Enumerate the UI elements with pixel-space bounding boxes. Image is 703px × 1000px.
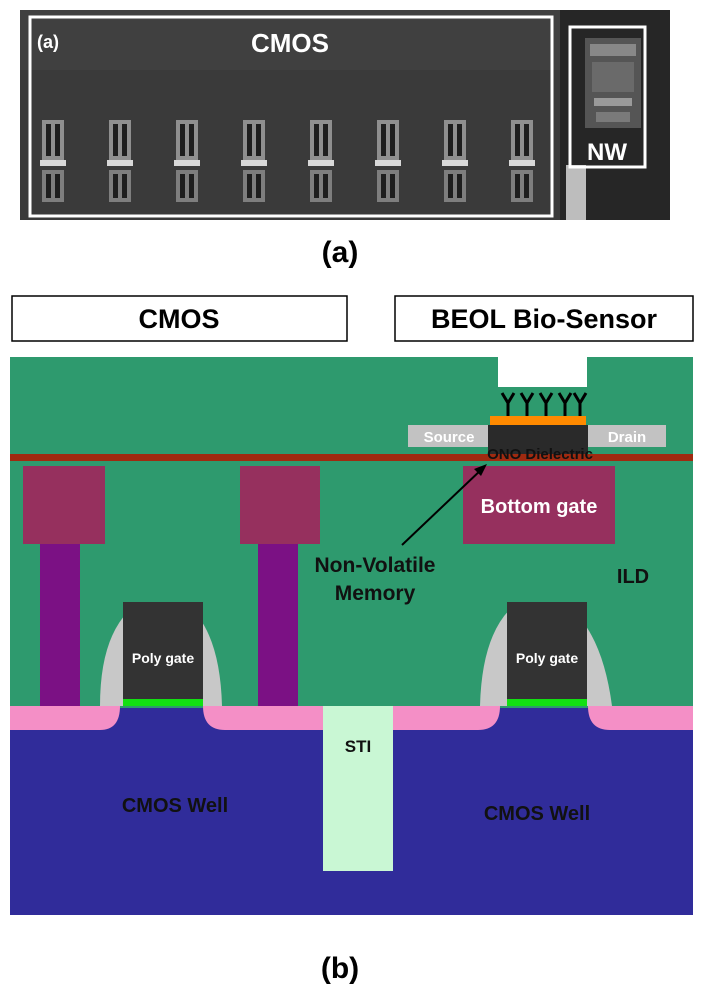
caption-a: (a): [322, 236, 359, 269]
source-label: Source: [424, 429, 475, 446]
nw-device: [585, 38, 641, 128]
diffusion-right-2: [588, 706, 693, 730]
nw-sem-label: NW: [587, 139, 627, 166]
sti-region: [323, 706, 393, 871]
sem-device: [107, 120, 133, 202]
gate-oxide-left: [123, 699, 203, 706]
diffusion-left-2: [203, 706, 323, 730]
poly-gate-right: [507, 602, 587, 699]
sem-device: [40, 120, 66, 202]
header-cmos-box: [11, 295, 348, 342]
drain-electrode: [588, 425, 666, 447]
nvm-arrow-head: [474, 464, 487, 476]
caption-b: (b): [321, 952, 359, 985]
antibody-receptor: [572, 392, 588, 416]
bottom-gate-label: Bottom gate: [481, 496, 598, 518]
via-left-2: [258, 542, 298, 706]
ono-dielectric-label: ONO Dielectric: [487, 446, 593, 463]
panel-a: (a) CMOS NW (a): [20, 10, 670, 269]
cmos-sem-label: CMOS: [251, 28, 329, 58]
antibody-receptor: [500, 392, 516, 416]
gate-oxide-right: [507, 699, 587, 706]
contact-pad-left-2: [240, 466, 320, 544]
sem-device: [241, 120, 267, 202]
cmos-well-right-label: CMOS Well: [484, 803, 590, 825]
drain-label: Drain: [608, 429, 646, 446]
sem-device: [509, 120, 535, 202]
panel-b: CMOS BEOL Bio-Sensor STI Poly gate Poly …: [10, 295, 694, 985]
antibody-receptor: [519, 392, 535, 416]
nw-frame: [568, 25, 647, 169]
sem-device-array: [40, 120, 535, 202]
header-biosensor-box: [394, 295, 694, 342]
sem-device: [442, 120, 468, 202]
source-electrode: [408, 425, 490, 447]
via-left-1: [40, 542, 80, 706]
header-biosensor-label: BEOL Bio-Sensor: [431, 304, 658, 334]
diffusion-right-1: [393, 706, 500, 730]
sem-light-strip: [566, 165, 586, 220]
cmos-well-left-label: CMOS Well: [122, 795, 228, 817]
nvm-arrow-line: [401, 467, 484, 546]
header-cmos-label: CMOS: [139, 304, 220, 334]
antibody-receptor: [538, 392, 554, 416]
transistor-left: Poly gate: [100, 602, 222, 706]
cmos-frame: [28, 15, 554, 218]
panel-a-tag: (a): [37, 32, 59, 52]
sem-device: [375, 120, 401, 202]
sti-label: STI: [345, 737, 371, 756]
bottom-gate: [463, 466, 615, 544]
poly-gate-left-label: Poly gate: [132, 650, 194, 666]
antibody-receptors: [500, 392, 588, 416]
poly-gate-right-label: Poly gate: [516, 650, 578, 666]
nvm-label-line2: Memory: [335, 582, 416, 605]
sem-device: [174, 120, 200, 202]
transistor-right: Poly gate: [480, 602, 612, 706]
contact-pad-left-1: [23, 466, 105, 544]
nvm-label-line1: Non-Volatile: [315, 554, 436, 577]
ono-dielectric-line: [10, 454, 693, 461]
ild-label: ILD: [617, 566, 649, 588]
sem-device: [308, 120, 334, 202]
nanowire-channel: [488, 425, 588, 454]
sensing-layer: [490, 416, 586, 425]
diffusion-left-1: [10, 706, 120, 730]
antibody-receptor: [557, 392, 573, 416]
poly-gate-left: [123, 602, 203, 699]
